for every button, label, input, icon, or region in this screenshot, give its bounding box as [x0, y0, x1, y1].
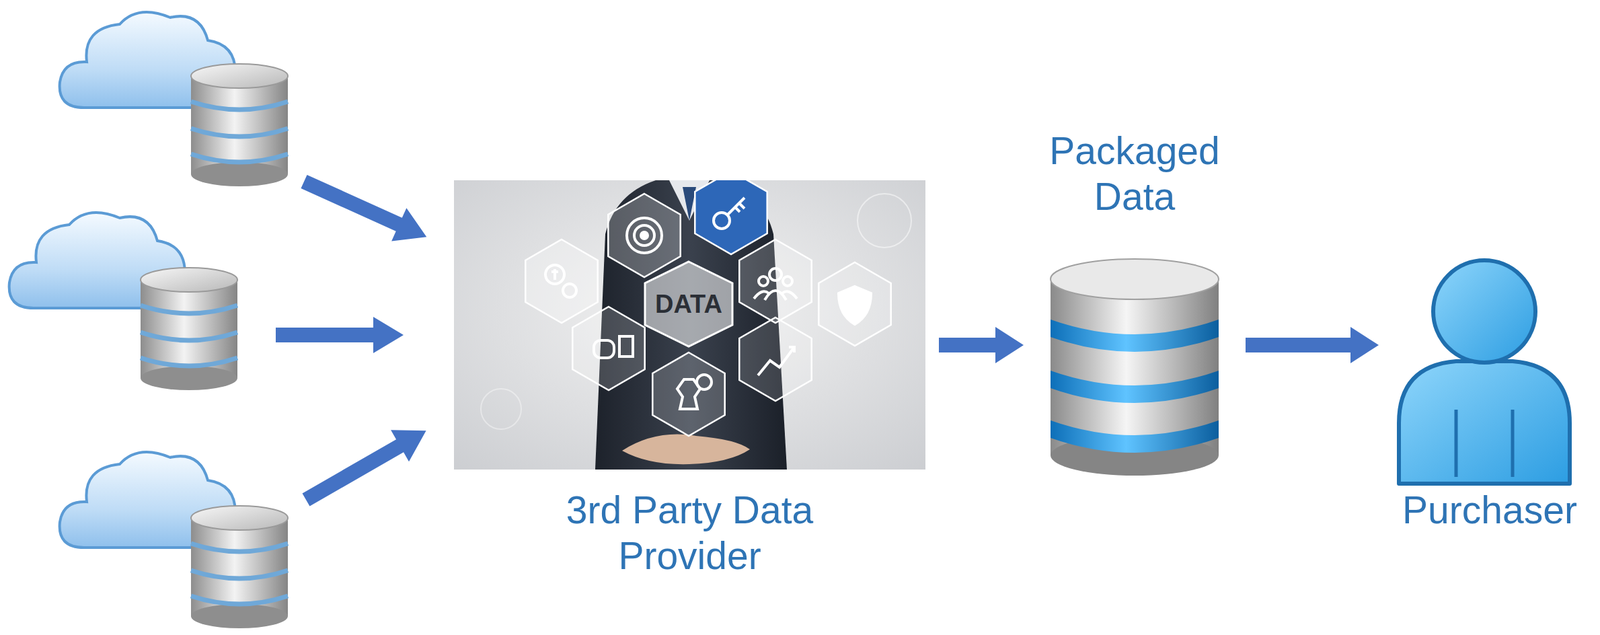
hexagon-label: DATA: [655, 291, 723, 317]
source-1: [59, 12, 288, 187]
hex-icon: [757, 347, 795, 376]
purchaser-node: Purchaser: [1392, 254, 1588, 538]
hex-icon: [545, 264, 565, 284]
database-node: Packaged Data: [1037, 127, 1233, 481]
open-hand: [622, 434, 750, 465]
data-hexagon: DATA: [638, 260, 740, 348]
photo-ground: [453, 180, 926, 470]
input-arrow: [297, 414, 436, 516]
person-icon: [1392, 254, 1577, 491]
flow-arrow: [938, 326, 1024, 364]
hex-icon: [551, 269, 559, 280]
node-label: Purchaser: [1392, 486, 1588, 533]
hex-icon: [782, 276, 793, 286]
flow-arrow: [1245, 326, 1379, 364]
icon-hexagon: [652, 352, 725, 436]
icon-hexagon: [694, 180, 767, 255]
icon-hexagon: [818, 262, 891, 346]
node-label: 3rd Party Data Provider: [508, 486, 872, 580]
hex-icon: [640, 232, 648, 239]
hex-icon: [838, 286, 871, 325]
source-2: [9, 212, 238, 391]
icon-hexagon: [607, 193, 680, 278]
hex-icon: [753, 290, 797, 300]
hex-icon: [758, 276, 769, 286]
packaged-database: [1037, 254, 1233, 481]
provider-panel: 3rd Party Data Provider DATA: [453, 180, 926, 584]
hex-icon: [713, 212, 730, 229]
input-arrow: [296, 164, 435, 254]
hex-icon: [696, 374, 712, 390]
hex-icon: [626, 217, 662, 253]
hex-icon: [727, 197, 745, 215]
hex-icon: [634, 225, 655, 246]
hex-icon: [769, 268, 782, 281]
hex-icon: [562, 283, 577, 298]
icon-hexagon: [739, 239, 812, 323]
icon-hexagon: [739, 317, 812, 401]
icon-hexagon: [572, 306, 645, 391]
hex-icon: [593, 340, 615, 358]
icon-hexagon: [525, 239, 598, 323]
hex-icon: [619, 336, 633, 357]
node-label: Packaged Data: [1037, 127, 1233, 220]
input-arrow: [275, 316, 404, 354]
source-3: [59, 451, 288, 629]
